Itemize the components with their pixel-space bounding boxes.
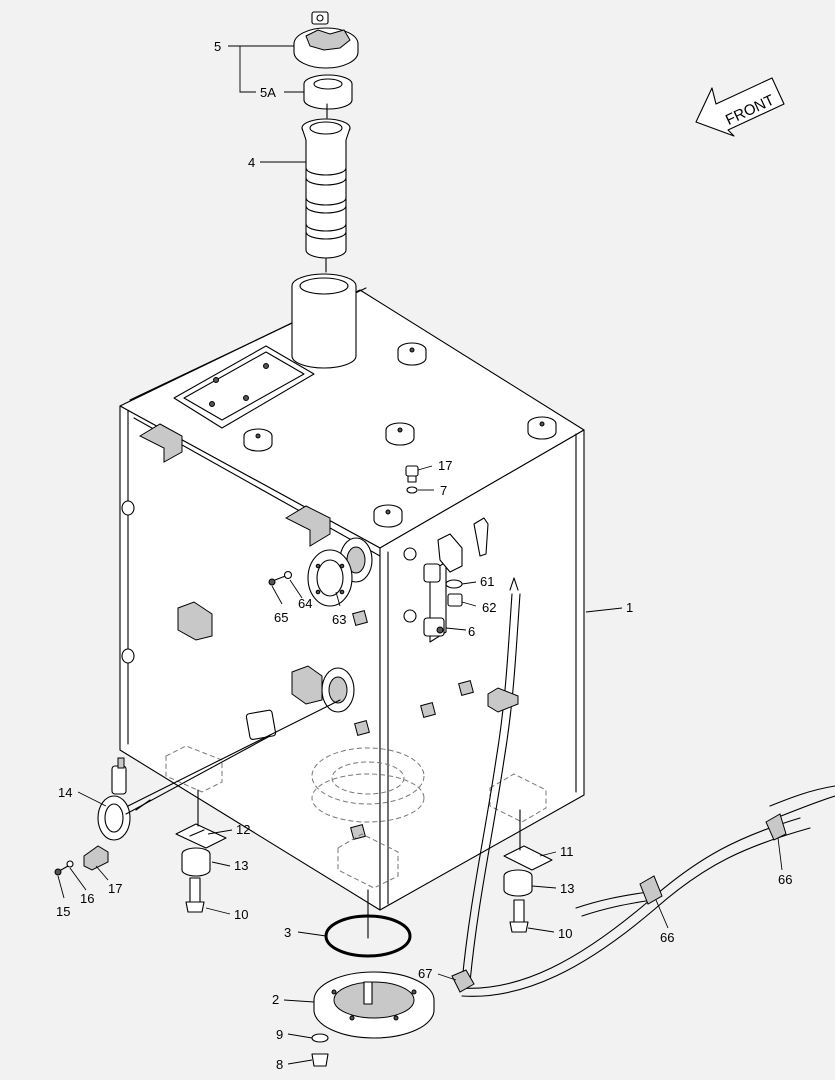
hose-clamp-67 (451, 969, 475, 993)
filler-strainer (301, 118, 351, 259)
callout-15: 15 (56, 904, 70, 919)
top-boss (243, 428, 273, 452)
callout-63: 63 (332, 612, 346, 627)
callout-9: 9 (276, 1027, 283, 1042)
drain-plug (447, 593, 463, 607)
sensor-screw (54, 860, 74, 876)
callout-17: 17 (438, 458, 452, 473)
callout-10b: 10 (558, 926, 572, 941)
level-sensor (97, 699, 341, 841)
leader-lines (57, 45, 783, 1065)
return-flange (321, 667, 355, 713)
cover-washer (311, 1033, 329, 1043)
flange-bolt (268, 570, 293, 586)
callout-64: 64 (298, 596, 312, 611)
callout-4: 4 (248, 155, 255, 170)
callout-66b: 66 (660, 930, 674, 945)
callout-3: 3 (284, 925, 291, 940)
mount-rubber-left (181, 847, 211, 877)
callout-13b: 13 (560, 881, 574, 896)
filler-cap (293, 11, 359, 69)
top-plug (405, 465, 419, 494)
callout-13: 13 (234, 858, 248, 873)
mount-plate-left (175, 823, 227, 849)
callout-67: 67 (418, 966, 432, 981)
front-arrow-icon: FRONT (695, 77, 785, 137)
callout-10: 10 (234, 907, 248, 922)
mount-rubber-right (503, 869, 533, 897)
level-gauge (403, 547, 447, 643)
mount-plate-right (503, 845, 553, 871)
sensor-bracket (83, 845, 109, 871)
callout-5: 5 (214, 39, 221, 54)
mount-bolt-right (509, 899, 529, 933)
drain-hose (461, 577, 521, 983)
callout-5a: 5A (260, 85, 276, 100)
callout-7: 7 (440, 483, 447, 498)
callout-labels: 5 5A 4 17 7 61 62 6 1 64 65 63 14 12 13 … (56, 39, 792, 1072)
callout-17b: 17 (108, 881, 122, 896)
hydraulic-tank (119, 273, 585, 911)
suction-flange (307, 537, 373, 607)
callout-1: 1 (626, 600, 633, 615)
bottom-cover (313, 971, 435, 1039)
callout-6: 6 (468, 624, 475, 639)
hose-clamp-66b (765, 813, 787, 841)
callout-14: 14 (58, 785, 72, 800)
callout-62: 62 (482, 600, 496, 615)
callout-16: 16 (80, 891, 94, 906)
top-boss (385, 422, 415, 446)
callout-65: 65 (274, 610, 288, 625)
top-boss (397, 342, 427, 366)
callout-11: 11 (560, 844, 574, 859)
callout-66a: 66 (778, 872, 792, 887)
mount-bolt-left (185, 877, 205, 913)
cover-bolt (311, 1053, 329, 1067)
top-boss (527, 416, 557, 440)
cap-adapter-ring (303, 74, 353, 110)
callout-61: 61 (480, 574, 494, 589)
callout-12: 12 (236, 822, 250, 837)
elbow-fitting (437, 533, 463, 589)
callout-2: 2 (272, 992, 279, 1007)
top-boss (373, 504, 403, 528)
hose-clamp-66a (639, 875, 663, 905)
breather-tube (473, 517, 489, 557)
callout-8: 8 (276, 1057, 283, 1072)
